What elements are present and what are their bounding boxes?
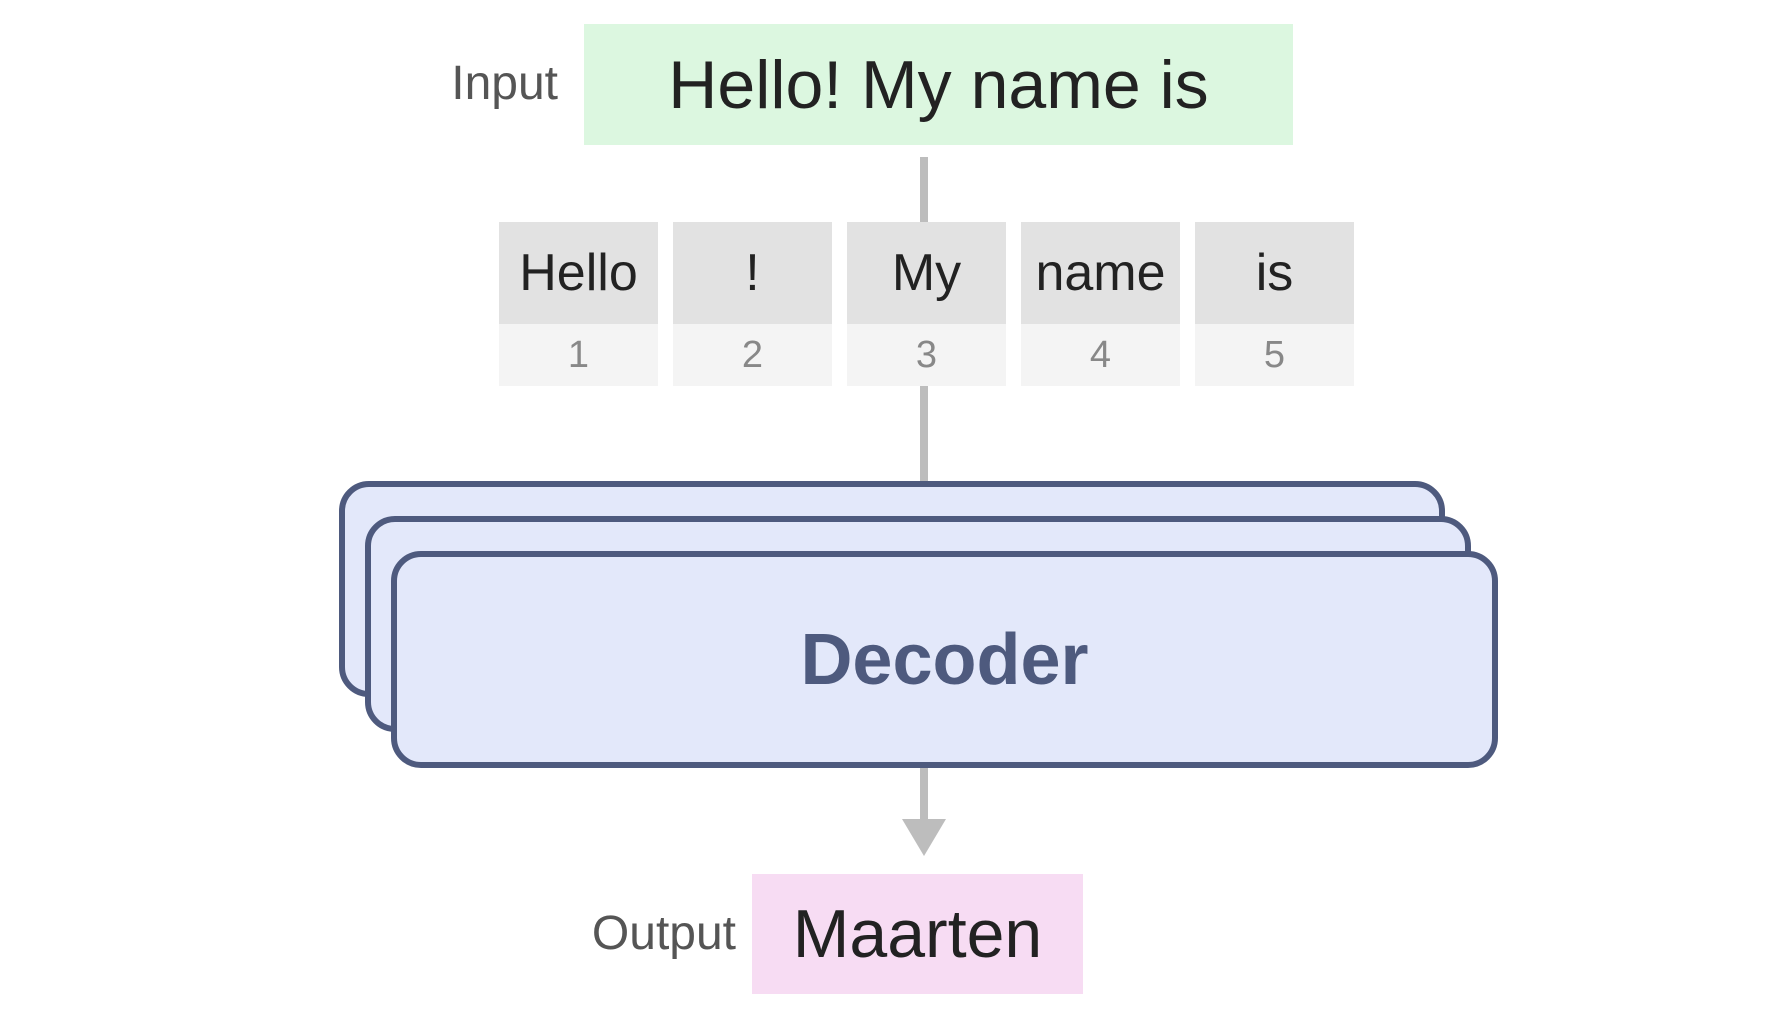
token-text: Hello (499, 222, 658, 324)
input-label: Input (451, 57, 558, 110)
token: My 3 (847, 222, 1006, 386)
connector-input-to-tokens (920, 157, 928, 222)
token-id: 1 (499, 324, 658, 386)
token: is 5 (1195, 222, 1354, 386)
connector-tokens-to-decoder (920, 386, 928, 483)
token-text: My (847, 222, 1006, 324)
token-text: name (1021, 222, 1180, 324)
input-text-box: Hello! My name is (584, 24, 1293, 145)
decoder-block: Decoder (391, 551, 1498, 768)
output-text: Maarten (792, 896, 1043, 972)
token-text: is (1195, 222, 1354, 324)
token-list: Hello 1 ! 2 My 3 name 4 is 5 (499, 222, 1354, 386)
token-id: 5 (1195, 324, 1354, 386)
token: ! 2 (673, 222, 832, 386)
output-label: Output (591, 907, 736, 960)
output-text-box: Maarten (752, 874, 1083, 994)
token-id: 3 (847, 324, 1006, 386)
arrow-down-icon (902, 819, 946, 856)
token-text: ! (673, 222, 832, 324)
connector-decoder-to-output (920, 766, 928, 821)
token-id: 2 (673, 324, 832, 386)
token-id: 4 (1021, 324, 1180, 386)
input-text: Hello! My name is (668, 46, 1209, 123)
token: Hello 1 (499, 222, 658, 386)
token: name 4 (1021, 222, 1180, 386)
decoder-label: Decoder (800, 619, 1089, 700)
